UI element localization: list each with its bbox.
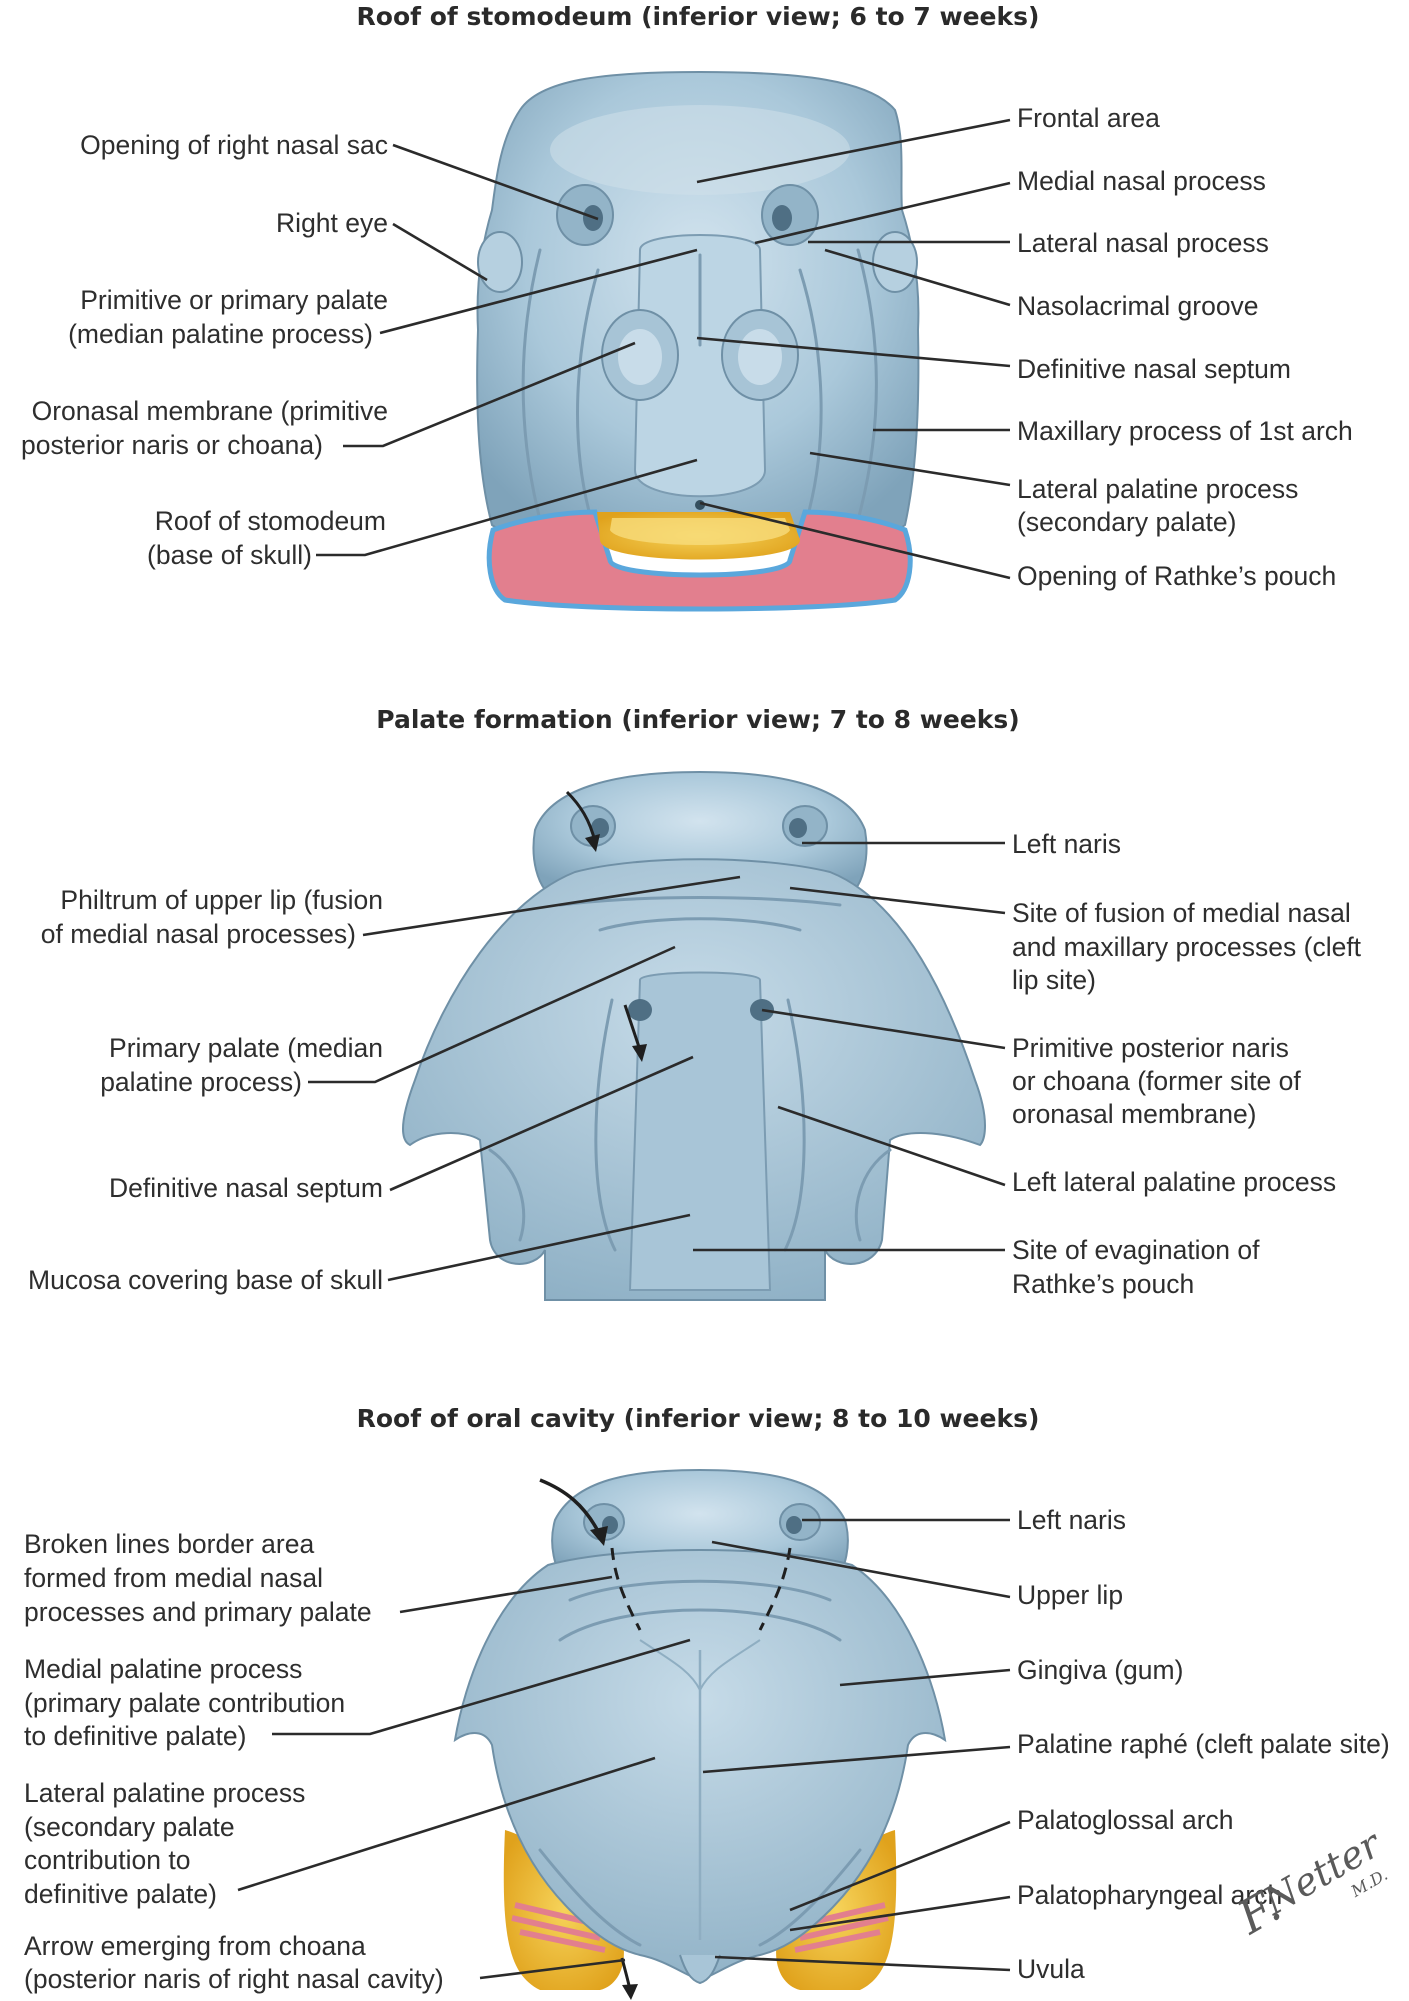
label-left-naris-p2: Left naris — [1012, 829, 1121, 859]
panel-1-left-labels: Opening of right nasal sac Right eye Pri… — [21, 130, 388, 570]
panel-2-palate-formation: Palate formation (inferior view; 7 to 8 … — [28, 705, 1362, 1301]
label-palatoglossal-arch: Palatoglossal arch — [1017, 1805, 1234, 1835]
label-medial-palatine-process: Medial palatine process(primary palate c… — [24, 1654, 345, 1751]
panel-3-right-labels: Left naris Upper lip Gingiva (gum) Palat… — [1017, 1505, 1390, 1984]
panel-1-title: Roof of stomodeum (inferior view; 6 to 7… — [357, 2, 1040, 31]
label-medial-nasal-process: Medial nasal process — [1017, 166, 1266, 196]
label-upper-lip: Upper lip — [1017, 1580, 1123, 1610]
label-primitive-palate: Primitive or primary palate(median palat… — [68, 285, 388, 349]
panel-1-leader-lines — [316, 118, 1011, 580]
label-lateral-palatine-process-p3: Lateral palatine process(secondary palat… — [24, 1778, 305, 1909]
label-definitive-nasal-septum-p2: Definitive nasal septum — [109, 1173, 383, 1203]
label-nasolacrimal-groove: Nasolacrimal groove — [1017, 291, 1259, 321]
label-definitive-nasal-septum: Definitive nasal septum — [1017, 354, 1291, 384]
right-eye-bulge — [477, 231, 523, 293]
netter-signature: F. Netter M.D. — [1228, 1820, 1391, 1945]
panel-3-leader-lines — [237, 1518, 1011, 1980]
label-arrow-from-choana: Arrow emerging from choana(posterior nar… — [24, 1931, 444, 1994]
label-palatopharyngeal-arch: Palatopharyngeal arch — [1017, 1880, 1282, 1910]
label-palatine-raphe: Palatine raphé (cleft palate site) — [1017, 1729, 1390, 1759]
panel-2-title: Palate formation (inferior view; 7 to 8 … — [376, 705, 1019, 734]
label-right-eye: Right eye — [276, 208, 388, 238]
palate-formation-illustration — [402, 770, 986, 1301]
label-left-naris-p3: Left naris — [1017, 1505, 1126, 1535]
panel-2-leader-lines — [308, 841, 1006, 1282]
stomodeum-illustration — [476, 70, 920, 612]
label-gingiva: Gingiva (gum) — [1017, 1655, 1183, 1685]
panel-3-oral-cavity: Roof of oral cavity (inferior view; 8 to… — [24, 1404, 1390, 2000]
panel-2-right-labels: Left naris Site of fusion of medial nasa… — [1012, 829, 1362, 1299]
cut-edge-red — [486, 509, 913, 612]
label-left-lateral-palatine-process: Left lateral palatine process — [1012, 1167, 1336, 1197]
oral-cavity-illustration — [453, 1468, 947, 2000]
label-frontal-area: Frontal area — [1017, 103, 1160, 133]
label-roof-of-stomodeum: Roof of stomodeum(base of skull) — [147, 506, 386, 570]
left-eye-bulge — [872, 231, 918, 293]
label-lateral-nasal-process: Lateral nasal process — [1017, 228, 1269, 258]
panel-1-right-labels: Frontal area Medial nasal process Latera… — [1017, 103, 1353, 591]
label-uvula: Uvula — [1017, 1954, 1085, 1984]
label-maxillary-process: Maxillary process of 1st arch — [1017, 416, 1353, 446]
label-mucosa-base-of-skull: Mucosa covering base of skull — [28, 1265, 383, 1295]
label-opening-rathkes-pouch: Opening of Rathke’s pouch — [1017, 561, 1336, 591]
label-opening-right-nasal-sac: Opening of right nasal sac — [80, 130, 388, 160]
label-lateral-palatine-process: Lateral palatine process(secondary palat… — [1017, 474, 1298, 537]
panel-1-stomodeum: Roof of stomodeum (inferior view; 6 to 7… — [21, 2, 1353, 612]
panel-3-title: Roof of oral cavity (inferior view; 8 to… — [357, 1404, 1040, 1433]
